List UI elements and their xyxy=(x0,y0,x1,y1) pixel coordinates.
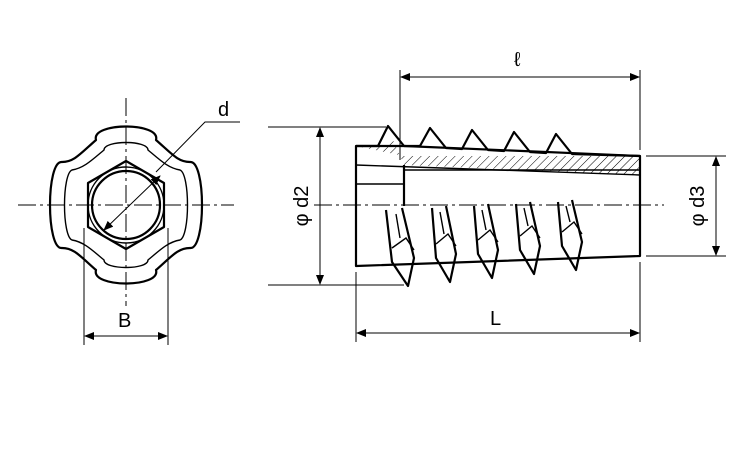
label-d2: φ d2 xyxy=(291,186,313,227)
label-l: ℓ xyxy=(514,49,521,71)
hex-socket xyxy=(86,159,166,251)
label-B: B xyxy=(118,310,131,332)
label-d: d xyxy=(218,99,229,121)
label-d3: φ d3 xyxy=(687,186,709,227)
end-view-inner-contour xyxy=(63,141,189,269)
side-view: φ d2 φ d3 ℓ L xyxy=(268,49,726,342)
label-L: L xyxy=(490,308,501,330)
end-view: d B xyxy=(18,98,240,345)
lower-threads xyxy=(384,199,584,288)
dimension-d-line xyxy=(103,175,161,231)
dimension-d-leader xyxy=(155,121,240,173)
upper-threads xyxy=(356,124,641,158)
end-view-outer-body xyxy=(48,125,204,285)
bore-outer-circle xyxy=(87,166,165,244)
section-hatch xyxy=(356,140,640,175)
